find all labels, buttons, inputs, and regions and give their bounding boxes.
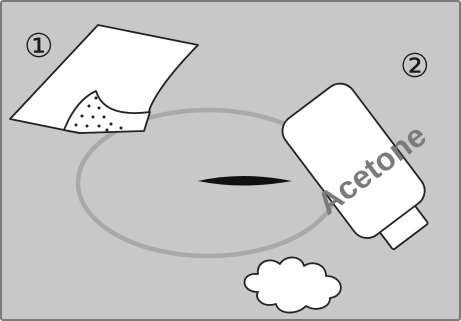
step-2-number: ② [400, 46, 430, 85]
splash-cloud [243, 256, 342, 314]
acetone-bottle-icon: Acetone [243, 82, 433, 314]
peeled-corner [63, 90, 151, 134]
slit-mark [198, 176, 292, 186]
paper-sheet-icon [9, 24, 199, 134]
adhesive-dots [74, 96, 123, 132]
bottle-body [281, 82, 426, 239]
step-1-number: ① [24, 26, 54, 65]
